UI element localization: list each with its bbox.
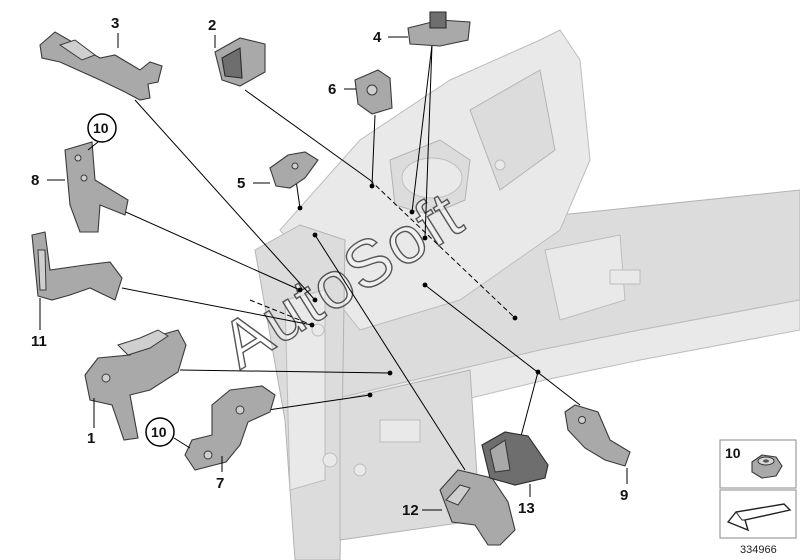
leader-dots [297,183,541,398]
part-7-bracket [184,385,276,471]
part-4-bracket [407,11,471,47]
part-3-bracket [39,31,163,101]
legend-label-10: 10 [725,445,741,461]
callout-10-bottom: 10 [145,417,191,449]
callout-10-top: 10 [87,113,117,151]
callout-13: 13 [518,500,535,517]
part-11-bracket [31,231,123,301]
callout-11: 11 [31,333,47,350]
legend-box: 10 [719,439,797,539]
callout-7: 7 [216,475,224,492]
part-13-bracket [481,431,549,486]
part-2-bracket [214,37,266,87]
callout-ticks [39,33,628,511]
callout-6: 6 [328,81,336,98]
callout-2: 2 [208,17,216,34]
svg-text:10: 10 [151,424,167,440]
diagram-number: 334966 [740,544,777,556]
part-12-bracket [439,469,516,546]
wedge-arrow-icon [726,503,792,532]
callout-4: 4 [373,29,382,46]
callout-3: 3 [111,15,119,32]
part-6-bracket [354,69,393,115]
callout-9: 9 [620,487,628,504]
part-1-bracket [84,329,187,441]
callout-8: 8 [31,172,39,189]
part-8-bracket [64,141,129,233]
callout-12: 12 [402,502,419,519]
leader-lines [109,44,581,471]
part-5-bracket [269,151,319,189]
callout-labels: 3 2 4 6 5 8 11 1 7 12 13 9 [31,15,628,519]
vehicle-body-structure [254,29,800,560]
callout-1: 1 [87,430,95,447]
nut-icon [751,454,783,479]
part-9-bracket [564,404,631,467]
svg-text:10: 10 [93,120,109,136]
callout-5: 5 [237,175,245,192]
